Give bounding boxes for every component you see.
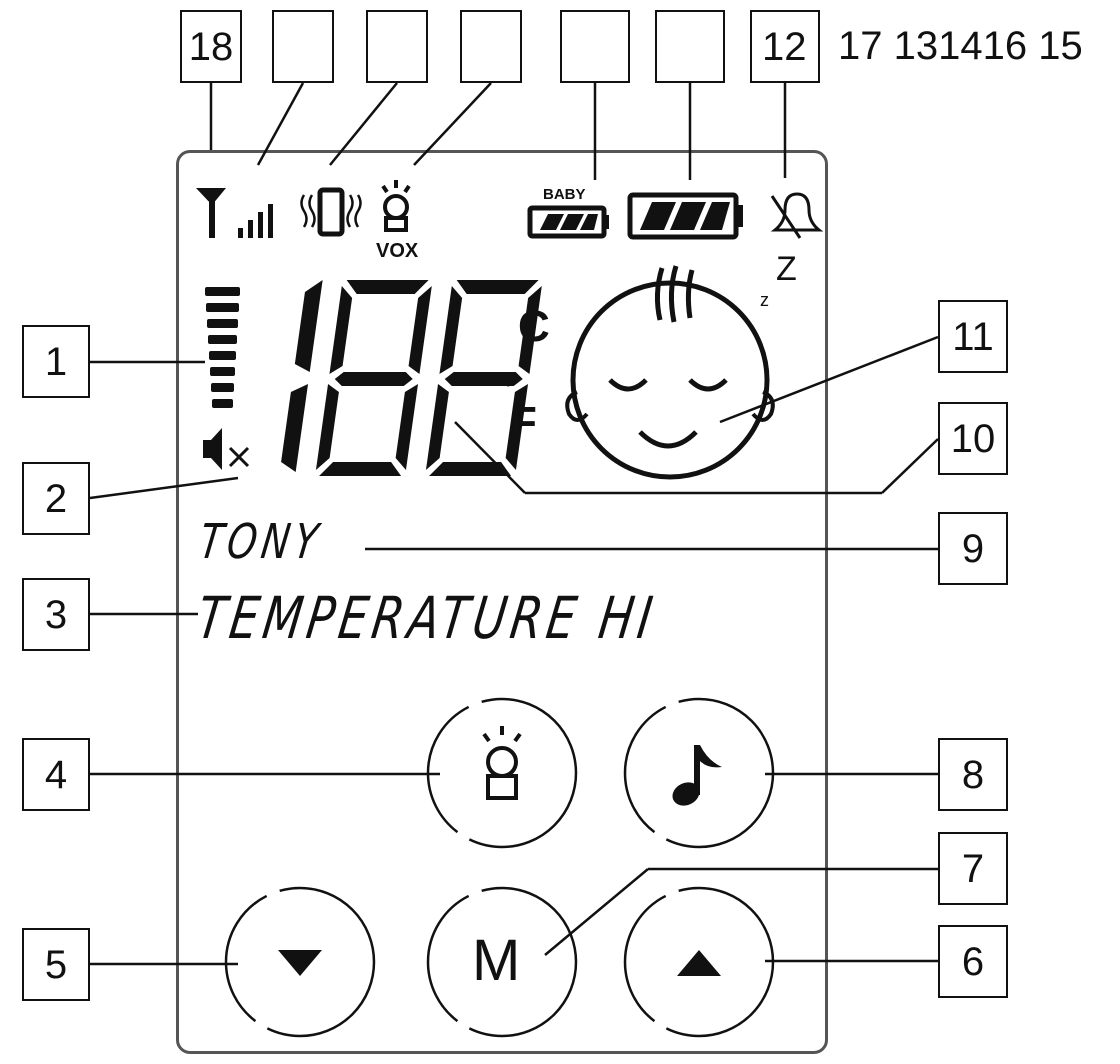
- callout-4: 4: [22, 738, 90, 811]
- sleep-z-big: Z: [776, 250, 797, 288]
- signal-bars-icon: [238, 204, 273, 238]
- lcd-display-frame: [176, 150, 828, 1054]
- callout-9: 9: [938, 512, 1008, 585]
- callout-2: 2: [22, 462, 90, 535]
- celsius-unit: C: [518, 302, 550, 351]
- callout-12-label: 12: [762, 24, 807, 69]
- callout-12: 12: [750, 10, 820, 83]
- callout-3: 3: [22, 578, 90, 651]
- music-button[interactable]: [625, 699, 773, 847]
- celsius-degree-mark: °: [512, 286, 519, 303]
- up-arrow-icon: [677, 950, 721, 976]
- music-note-icon: [672, 745, 722, 806]
- vox-label: VOX: [376, 240, 419, 262]
- callout-7: 7: [938, 832, 1008, 905]
- callout-5: 5: [22, 928, 90, 1001]
- up-button[interactable]: [625, 888, 773, 1036]
- message-text: TEMPERATURE HI: [193, 584, 662, 652]
- callout-3-label: 3: [44, 592, 68, 637]
- callout-8: 8: [938, 738, 1008, 811]
- battery-icon: [627, 192, 743, 240]
- callout-11: 11: [938, 300, 1008, 373]
- name-text: TONY: [196, 514, 326, 570]
- alarm-off-icon: [770, 192, 824, 239]
- callout-6: 6: [938, 925, 1008, 998]
- sleeping-baby-face-icon: [565, 265, 775, 480]
- callout-8-label: 8: [961, 752, 985, 797]
- baby-battery-icon: [527, 205, 609, 239]
- vibrate-icon: [300, 187, 362, 237]
- antenna-icon: [196, 188, 226, 238]
- callout-1-label: 1: [44, 339, 68, 384]
- callout-10: 10: [938, 402, 1008, 475]
- mute-icon: [203, 428, 250, 470]
- night-light-button[interactable]: [428, 699, 576, 847]
- callout-box-5: [560, 10, 630, 83]
- callout-6-label: 6: [961, 939, 985, 984]
- callout-5-label: 5: [44, 942, 68, 987]
- callout-box-4: [460, 10, 522, 83]
- volume-level-icon: [205, 287, 240, 408]
- down-button[interactable]: [226, 888, 374, 1036]
- menu-button[interactable]: M: [428, 888, 576, 1036]
- callout-7-label: 7: [961, 846, 985, 891]
- buttons-art: [224, 697, 775, 1038]
- menu-button-label: M: [472, 928, 521, 993]
- callout-box-3: [366, 10, 428, 83]
- temperature-digits: [281, 280, 542, 476]
- leader-lines: [89, 82, 939, 966]
- callout-9-label: 9: [961, 526, 985, 571]
- callout-10-label: 10: [950, 416, 996, 461]
- baby-label: BABY: [543, 186, 586, 203]
- callout-box-6: [655, 10, 725, 83]
- night-light-icon: [482, 726, 522, 800]
- callout-1: 1: [22, 325, 90, 398]
- callout-18-label: 18: [188, 24, 234, 69]
- callout-4-label: 4: [44, 752, 68, 797]
- callout-box-2: [272, 10, 334, 83]
- fahrenheit-unit: F: [510, 398, 537, 447]
- fahrenheit-degree-mark: °: [505, 380, 512, 397]
- sleep-z-small: z: [760, 290, 769, 310]
- top-right-labels: 17 131416 15: [838, 24, 1083, 68]
- callout-11-label: 11: [952, 314, 994, 359]
- down-arrow-icon: [278, 950, 322, 976]
- vox-light-icon: [381, 180, 411, 232]
- callout-2-label: 2: [44, 476, 68, 521]
- callout-18: 18: [180, 10, 242, 83]
